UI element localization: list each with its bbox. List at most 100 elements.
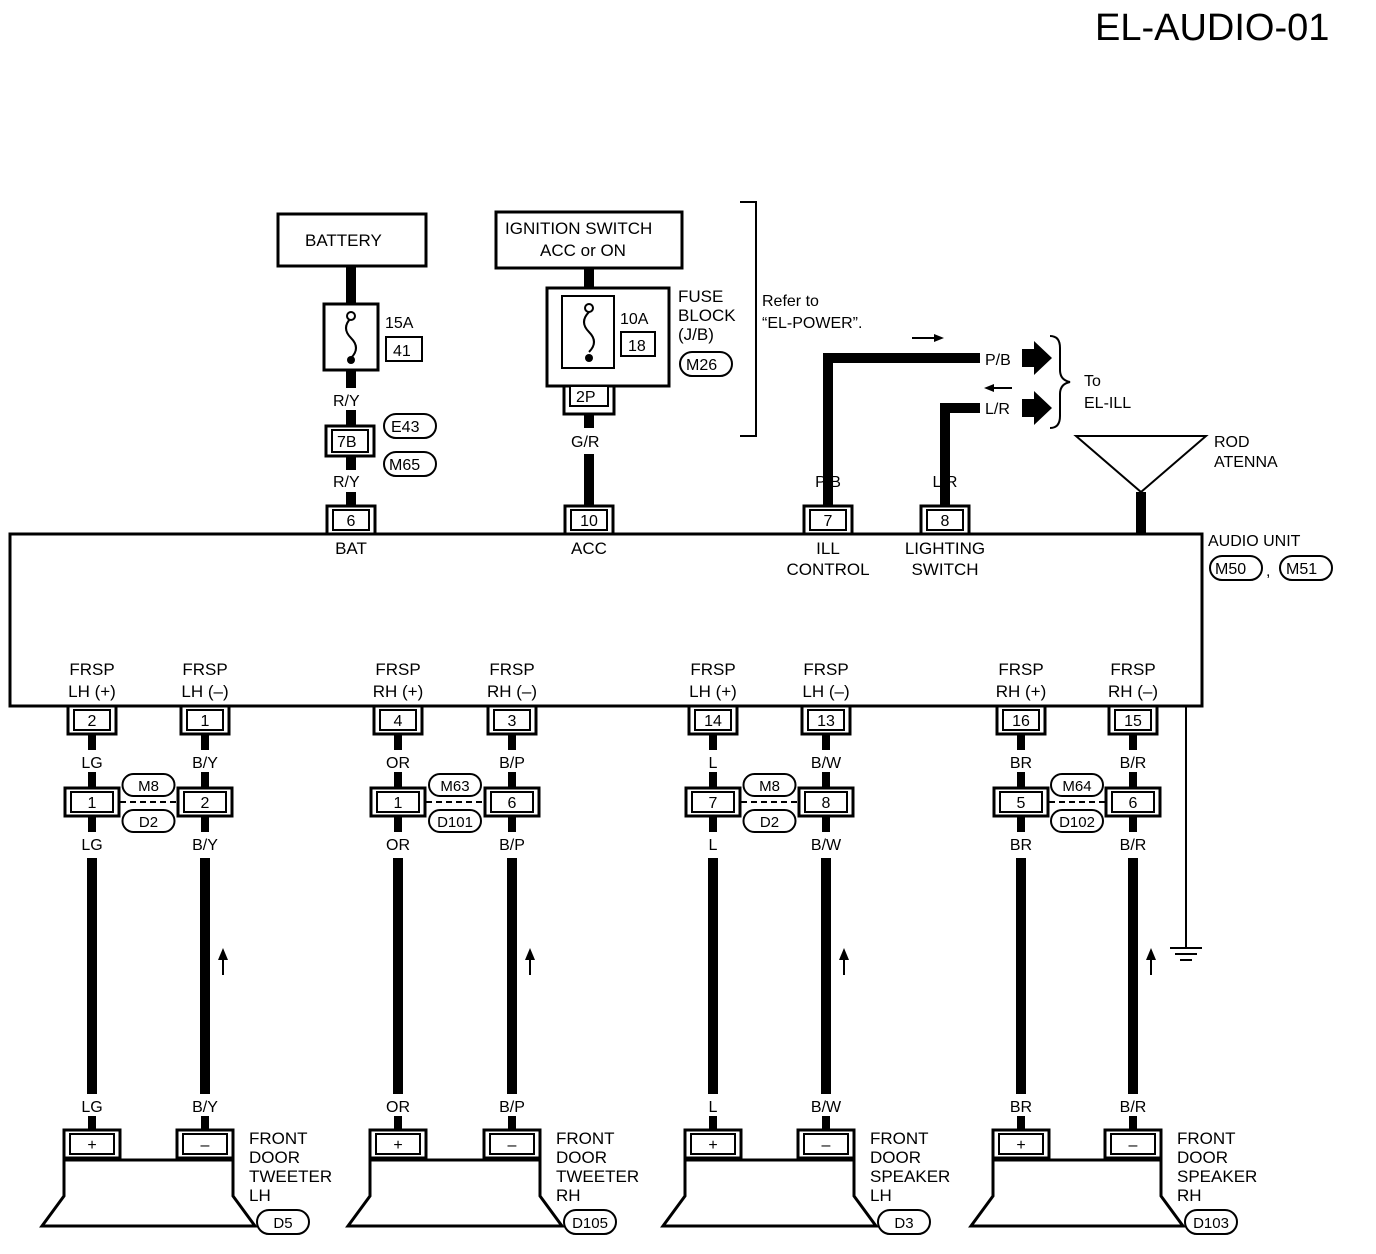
output-label-line2: LH (–) xyxy=(802,682,849,701)
refer-bracket xyxy=(740,201,757,437)
ignition-fuse-amp: 10A xyxy=(620,311,649,328)
antenna-line2: ATENNA xyxy=(1214,454,1278,471)
output-label-line1: FRSP xyxy=(69,660,114,679)
harness-wire-color: B/Y xyxy=(192,837,218,854)
speaker-name-1: FRONT xyxy=(556,1129,615,1148)
speaker-name-2: DOOR xyxy=(870,1148,921,1167)
arrow-right-icon xyxy=(1022,391,1052,425)
joint-connector-pin: 2 xyxy=(176,786,234,818)
joint-connector-b: D2 xyxy=(139,814,158,831)
speaker-wire-color: B/R xyxy=(1120,1099,1147,1116)
output-label-line2: RH (+) xyxy=(996,682,1047,701)
connector-7b-label: 7B xyxy=(337,434,357,451)
ignition-line2: ACC or ON xyxy=(540,241,626,260)
output-terminal-4: 4 xyxy=(372,704,424,736)
fuse-block-line1: FUSE xyxy=(678,287,723,306)
audio-terminal-name: ILL xyxy=(816,539,840,558)
ill-wire-out-label: P/B xyxy=(985,352,1011,369)
refer-line1: Refer to xyxy=(762,293,819,310)
joint-connector-pin-label: 5 xyxy=(1017,795,1026,812)
current-arrow-icon xyxy=(934,334,944,342)
ignition-wire-color: G/R xyxy=(571,434,599,451)
ignition-fuse-icon xyxy=(583,311,595,353)
output-wire-color: BR xyxy=(1010,755,1032,772)
output-terminal-2-label: 2 xyxy=(88,713,97,730)
refer-line2: “EL-POWER”. xyxy=(762,315,862,332)
battery-fuse-number: 41 xyxy=(393,343,411,360)
speaker-name-4: LH xyxy=(249,1186,271,1205)
output-label-line1: FRSP xyxy=(489,660,534,679)
audio-terminal-wire: L/R xyxy=(933,474,958,491)
speaker-connector: D3 xyxy=(894,1215,913,1232)
output-wire-color: B/R xyxy=(1120,755,1147,772)
harness-wire-color: LG xyxy=(81,837,102,854)
speaker-plus-terminal: + xyxy=(991,1128,1051,1160)
ill-wire-in-label: L/R xyxy=(985,401,1010,418)
harness-wire-color: B/R xyxy=(1120,837,1147,854)
speaker-name-2: DOOR xyxy=(249,1148,300,1167)
ignition-fuse-number: 18 xyxy=(628,338,646,355)
audio-terminal-8: 8 xyxy=(919,504,971,536)
speaker-connector: D5 xyxy=(273,1215,292,1232)
antenna-line1: ROD xyxy=(1214,434,1250,451)
current-arrow-icon xyxy=(984,384,994,392)
to-ill-line2: EL-ILL xyxy=(1084,395,1131,412)
audio-unit-connector-m50: M50 xyxy=(1215,561,1246,578)
joint-connector-pin-label: 6 xyxy=(1129,795,1138,812)
audio-terminal-8-label: 8 xyxy=(941,513,950,530)
speaker-plus-terminal-label: + xyxy=(708,1137,717,1154)
harness-wire-color: L xyxy=(709,837,718,854)
speaker-plus-terminal: + xyxy=(62,1128,122,1160)
speaker-name-2: DOOR xyxy=(1177,1148,1228,1167)
audio-unit-comma: , xyxy=(1266,563,1270,580)
current-arrow-icon xyxy=(839,948,849,960)
battery-fuse-amp: 15A xyxy=(385,315,414,332)
audio-terminal-6: 6 xyxy=(325,504,377,536)
output-label-line2: LH (+) xyxy=(689,682,737,701)
speaker-wire-color: BR xyxy=(1010,1099,1032,1116)
speaker-name-3: TWEETER xyxy=(249,1167,332,1186)
speaker-wire-color: LG xyxy=(81,1099,102,1116)
output-terminal-14-label: 14 xyxy=(704,713,722,730)
fuse-block-connector: M26 xyxy=(686,357,717,374)
speaker-name-1: FRONT xyxy=(870,1129,929,1148)
to-ill-brace xyxy=(1049,335,1071,429)
speaker-name-2: DOOR xyxy=(556,1148,607,1167)
joint-connector-pin-label: 2 xyxy=(201,795,210,812)
output-terminal-13-label: 13 xyxy=(817,713,835,730)
speaker-name-1: FRONT xyxy=(249,1129,308,1148)
output-terminal-2: 2 xyxy=(66,704,118,736)
output-label-line1: FRSP xyxy=(803,660,848,679)
audio-unit-box xyxy=(8,532,1204,708)
audio-terminal-10: 10 xyxy=(563,504,615,536)
speaker-wire-color: B/W xyxy=(811,1099,842,1116)
audio-terminal-wire: P/B xyxy=(815,474,841,491)
connector-m65: M65 xyxy=(389,457,420,474)
speaker-plus-terminal-label: + xyxy=(87,1137,96,1154)
speaker-minus-terminal: – xyxy=(796,1128,856,1160)
output-label-line2: LH (+) xyxy=(68,682,116,701)
speaker-wire-color: B/P xyxy=(499,1099,525,1116)
speaker-icon xyxy=(660,1158,879,1228)
output-terminal-4-label: 4 xyxy=(394,713,403,730)
current-arrow-icon xyxy=(525,948,535,960)
speaker-name-3: SPEAKER xyxy=(1177,1167,1257,1186)
speaker-plus-terminal: + xyxy=(368,1128,428,1160)
lighting-switch-wire xyxy=(940,403,980,506)
rod-antenna-icon xyxy=(1073,435,1209,494)
speaker-plus-terminal: + xyxy=(683,1128,743,1160)
speaker-connector: D105 xyxy=(572,1215,608,1232)
battery-wire-color: R/Y xyxy=(333,393,360,410)
speaker-name-3: TWEETER xyxy=(556,1167,639,1186)
audio-unit-connector-m51: M51 xyxy=(1286,561,1317,578)
output-label-line1: FRSP xyxy=(690,660,735,679)
harness-wire-color: BR xyxy=(1010,837,1032,854)
joint-connector-pin: 7 xyxy=(684,786,742,818)
speaker-name-4: RH xyxy=(1177,1186,1202,1205)
speaker-plus-terminal-label: + xyxy=(1016,1137,1025,1154)
battery-wire-color-2: R/Y xyxy=(333,474,360,491)
diagram-code: EL-AUDIO-01 xyxy=(1095,7,1329,49)
output-wire-color: B/P xyxy=(499,755,525,772)
ignition-line1: IGNITION SWITCH xyxy=(505,219,652,238)
